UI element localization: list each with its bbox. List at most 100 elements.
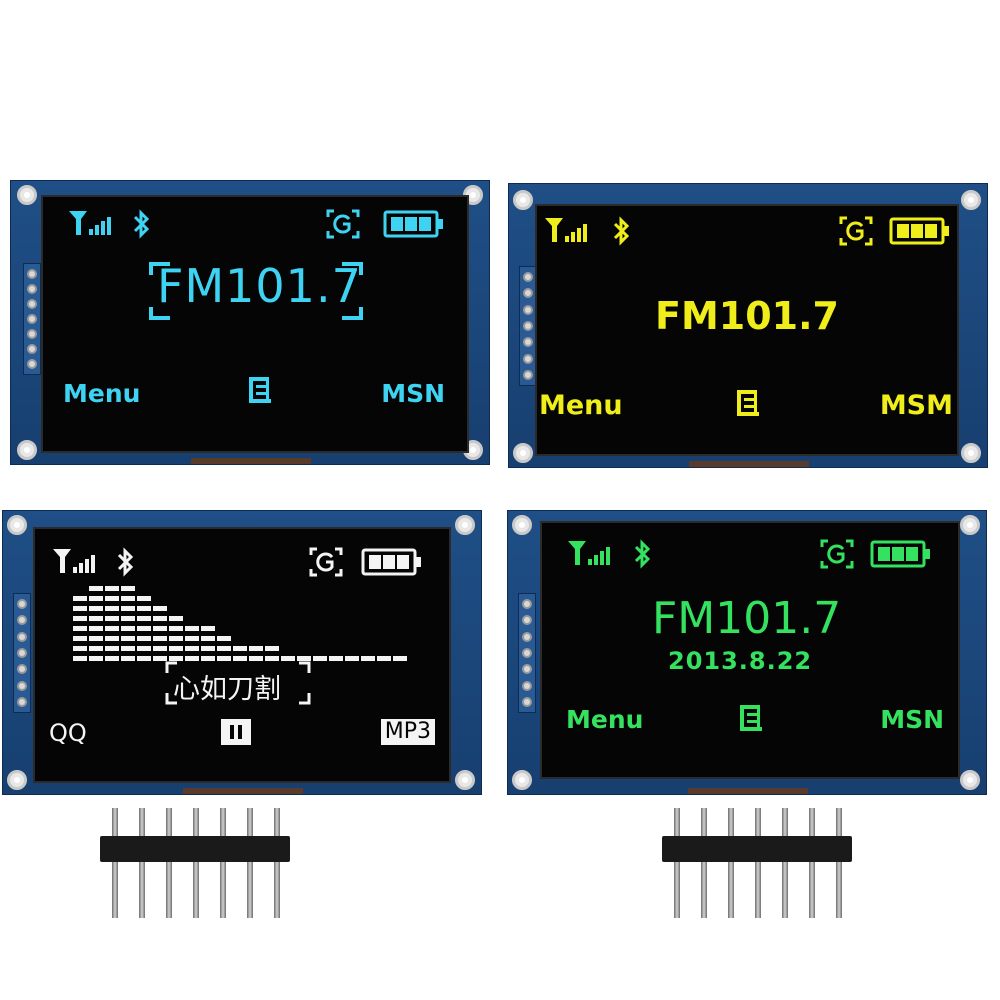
oled-module-yellow: FM101.7 Menu MSM [508, 183, 988, 468]
bluetooth-icon [634, 539, 651, 569]
spectrum-segment [89, 636, 103, 641]
spectrum-segment [89, 616, 103, 621]
msn-softkey-label: MSM [879, 390, 953, 421]
spectrum-segment [169, 656, 183, 661]
header-pin [728, 808, 734, 918]
song-title: 心如刀割 [173, 674, 281, 705]
spectrum-segment [121, 656, 135, 661]
spectrum-segment [89, 596, 103, 601]
menu-softkey-label: Menu [566, 705, 644, 734]
spectrum-segment [169, 636, 183, 641]
spectrum-segment [153, 636, 167, 641]
mount-hole [961, 190, 981, 210]
mount-hole [512, 770, 532, 790]
frequency-display: FM101.7 [655, 294, 839, 338]
spectrum-segment [313, 656, 327, 661]
gps-icon [839, 216, 873, 246]
spectrum-segment [137, 626, 151, 631]
pin-strip [23, 263, 41, 375]
header-pin [166, 808, 172, 918]
battery-icon [889, 217, 949, 245]
mount-hole [17, 440, 37, 460]
spectrum-segment [105, 636, 119, 641]
spectrum-segment [105, 626, 119, 631]
spectrum-segment [73, 606, 87, 611]
song-title-frame [165, 661, 311, 705]
msn-softkey-label: MSN [381, 379, 445, 408]
signal-icon [545, 218, 587, 242]
signal-icon [568, 541, 610, 565]
spectrum-segment [361, 656, 375, 661]
spectrum-segment [153, 616, 167, 621]
spectrum-segment [185, 656, 199, 661]
battery-icon [361, 548, 421, 576]
battery-icon [383, 210, 443, 238]
spectrum-segment [265, 646, 279, 651]
mount-hole [512, 515, 532, 535]
mount-hole [513, 443, 533, 463]
spectrum-segment [121, 586, 135, 591]
signal-icon [53, 549, 95, 573]
spectrum-segment [121, 606, 135, 611]
pin-strip [13, 593, 31, 713]
spectrum-segment [105, 586, 119, 591]
header-pin [782, 808, 788, 918]
document-icon [740, 705, 762, 731]
pin-header-right [662, 808, 852, 920]
spectrum-segment [73, 616, 87, 621]
spectrum-segment [329, 656, 343, 661]
gps-icon [309, 547, 343, 577]
header-pin [139, 808, 145, 918]
menu-softkey-label: Menu [63, 379, 141, 408]
spectrum-segment [169, 616, 183, 621]
spectrum-segment [217, 646, 231, 651]
pause-icon [221, 719, 251, 745]
spectrum-visualizer [73, 586, 407, 661]
spectrum-segment [185, 646, 199, 651]
mount-hole [960, 515, 980, 535]
battery-icon [870, 540, 930, 568]
header-pin [274, 808, 280, 918]
msn-softkey-label: MSN [880, 705, 944, 734]
oled-module-green: FM101.7 2013.8.22 Menu MSN [507, 510, 987, 795]
bluetooth-icon [613, 216, 630, 246]
mount-hole [455, 770, 475, 790]
oled-module-white: 心如刀割 QQ MP3 [2, 510, 482, 795]
spectrum-segment [105, 646, 119, 651]
bluetooth-icon [117, 547, 134, 577]
spectrum-segment [89, 646, 103, 651]
spectrum-segment [201, 646, 215, 651]
spectrum-segment [137, 646, 151, 651]
spectrum-segment [217, 636, 231, 641]
oled-screen: FM101.7 2013.8.22 Menu MSN [540, 521, 960, 779]
header-pin [836, 808, 842, 918]
header-pin [809, 808, 815, 918]
spectrum-segment [345, 656, 359, 661]
header-pin [755, 808, 761, 918]
spectrum-segment [217, 656, 231, 661]
signal-icon [69, 211, 111, 235]
spectrum-segment [121, 626, 135, 631]
bluetooth-icon [133, 209, 150, 239]
spectrum-segment [137, 616, 151, 621]
spectrum-segment [201, 636, 215, 641]
spectrum-segment [265, 656, 279, 661]
spectrum-segment [73, 596, 87, 601]
spectrum-segment [169, 646, 183, 651]
spectrum-segment [137, 636, 151, 641]
spectrum-segment [73, 656, 87, 661]
spectrum-segment [249, 656, 263, 661]
spectrum-segment [281, 656, 295, 661]
spectrum-segment [201, 656, 215, 661]
mount-hole [17, 185, 37, 205]
document-icon [249, 377, 271, 403]
pin-strip [519, 266, 537, 386]
spectrum-segment [105, 656, 119, 661]
mount-hole [7, 515, 27, 535]
document-icon [737, 390, 759, 416]
spectrum-segment [121, 616, 135, 621]
gps-icon [820, 539, 854, 569]
mp3-softkey-label: MP3 [380, 719, 435, 745]
spectrum-segment [153, 656, 167, 661]
spectrum-segment [249, 646, 263, 651]
